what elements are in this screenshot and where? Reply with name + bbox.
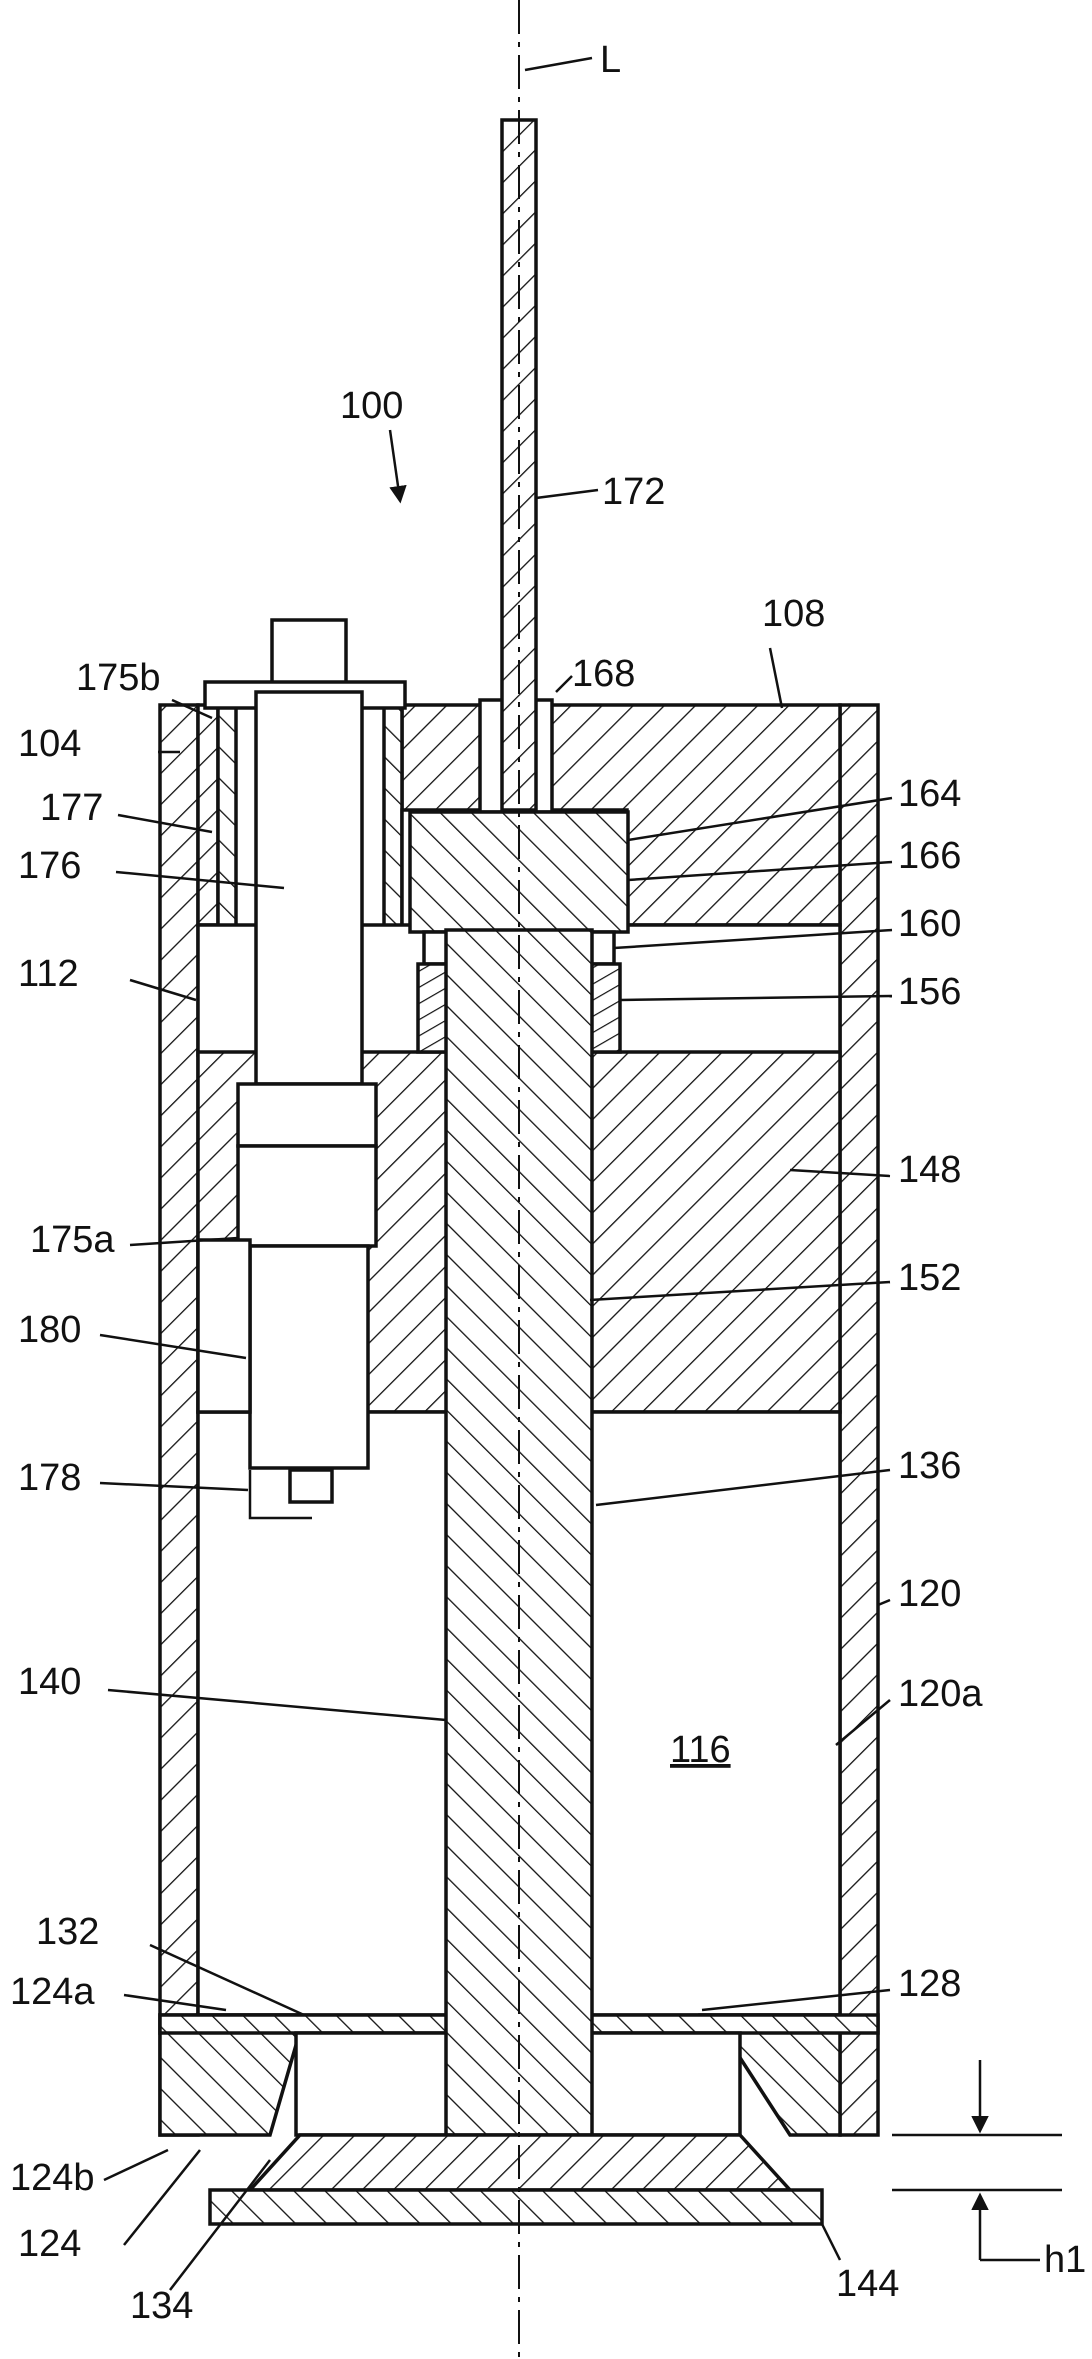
- label-left-bore: 112: [18, 953, 79, 995]
- label-bracket: 178: [18, 1457, 81, 1499]
- label-seat-right: 128: [898, 1963, 961, 2005]
- label-spring: 156: [898, 971, 961, 1013]
- label-foot: 144: [836, 2263, 899, 2305]
- label-plug-face: 166: [898, 835, 961, 877]
- valve-collar-2: [238, 1146, 376, 1246]
- label-cap: 108: [762, 593, 825, 635]
- label-chamber: 116: [670, 1729, 731, 1771]
- label-seat-left: 132: [36, 1911, 99, 1953]
- label-base: 124: [18, 2223, 81, 2265]
- label-piston: 148: [898, 1149, 961, 1191]
- valve-collar-1: [238, 1084, 376, 1146]
- label-rod: 172: [602, 471, 665, 513]
- label-plug: 164: [898, 773, 961, 815]
- label-valve: 176: [18, 845, 81, 887]
- valve-tab: [290, 1470, 332, 1502]
- label-shaft-face: 136: [898, 1445, 961, 1487]
- label-cap-recess: 168: [572, 653, 635, 695]
- foot-base: [210, 2190, 822, 2224]
- label-wall-right: 120: [898, 1573, 961, 1615]
- housing-wall-right: [840, 705, 878, 2135]
- guide-bore: [198, 1240, 250, 1412]
- spring-left: [418, 964, 448, 1052]
- label-base-bottom: 124b: [10, 2157, 95, 2199]
- housing-wall-left: [160, 705, 198, 2135]
- label-wall-inner: 120a: [898, 1673, 983, 1715]
- label-piston-bore: 152: [898, 1257, 961, 1299]
- spring-right: [590, 964, 620, 1052]
- label-gap: h1: [1044, 2239, 1086, 2281]
- label-wall-left: 104: [18, 723, 81, 765]
- label-flange-top: 175b: [76, 657, 161, 699]
- label-shaft: 140: [18, 1661, 81, 1703]
- label-rod-collar: 160: [898, 903, 961, 945]
- label-sleeve: 177: [40, 787, 103, 829]
- label-lip: 134: [130, 2285, 193, 2327]
- label-base-top: 124a: [10, 1971, 95, 2013]
- label-assembly: 100: [340, 385, 403, 427]
- valve-stem-lower: [250, 1246, 368, 1468]
- label-flange-lower: 175a: [30, 1219, 115, 1261]
- label-axis: L: [600, 39, 621, 81]
- label-guide-bore: 180: [18, 1309, 81, 1351]
